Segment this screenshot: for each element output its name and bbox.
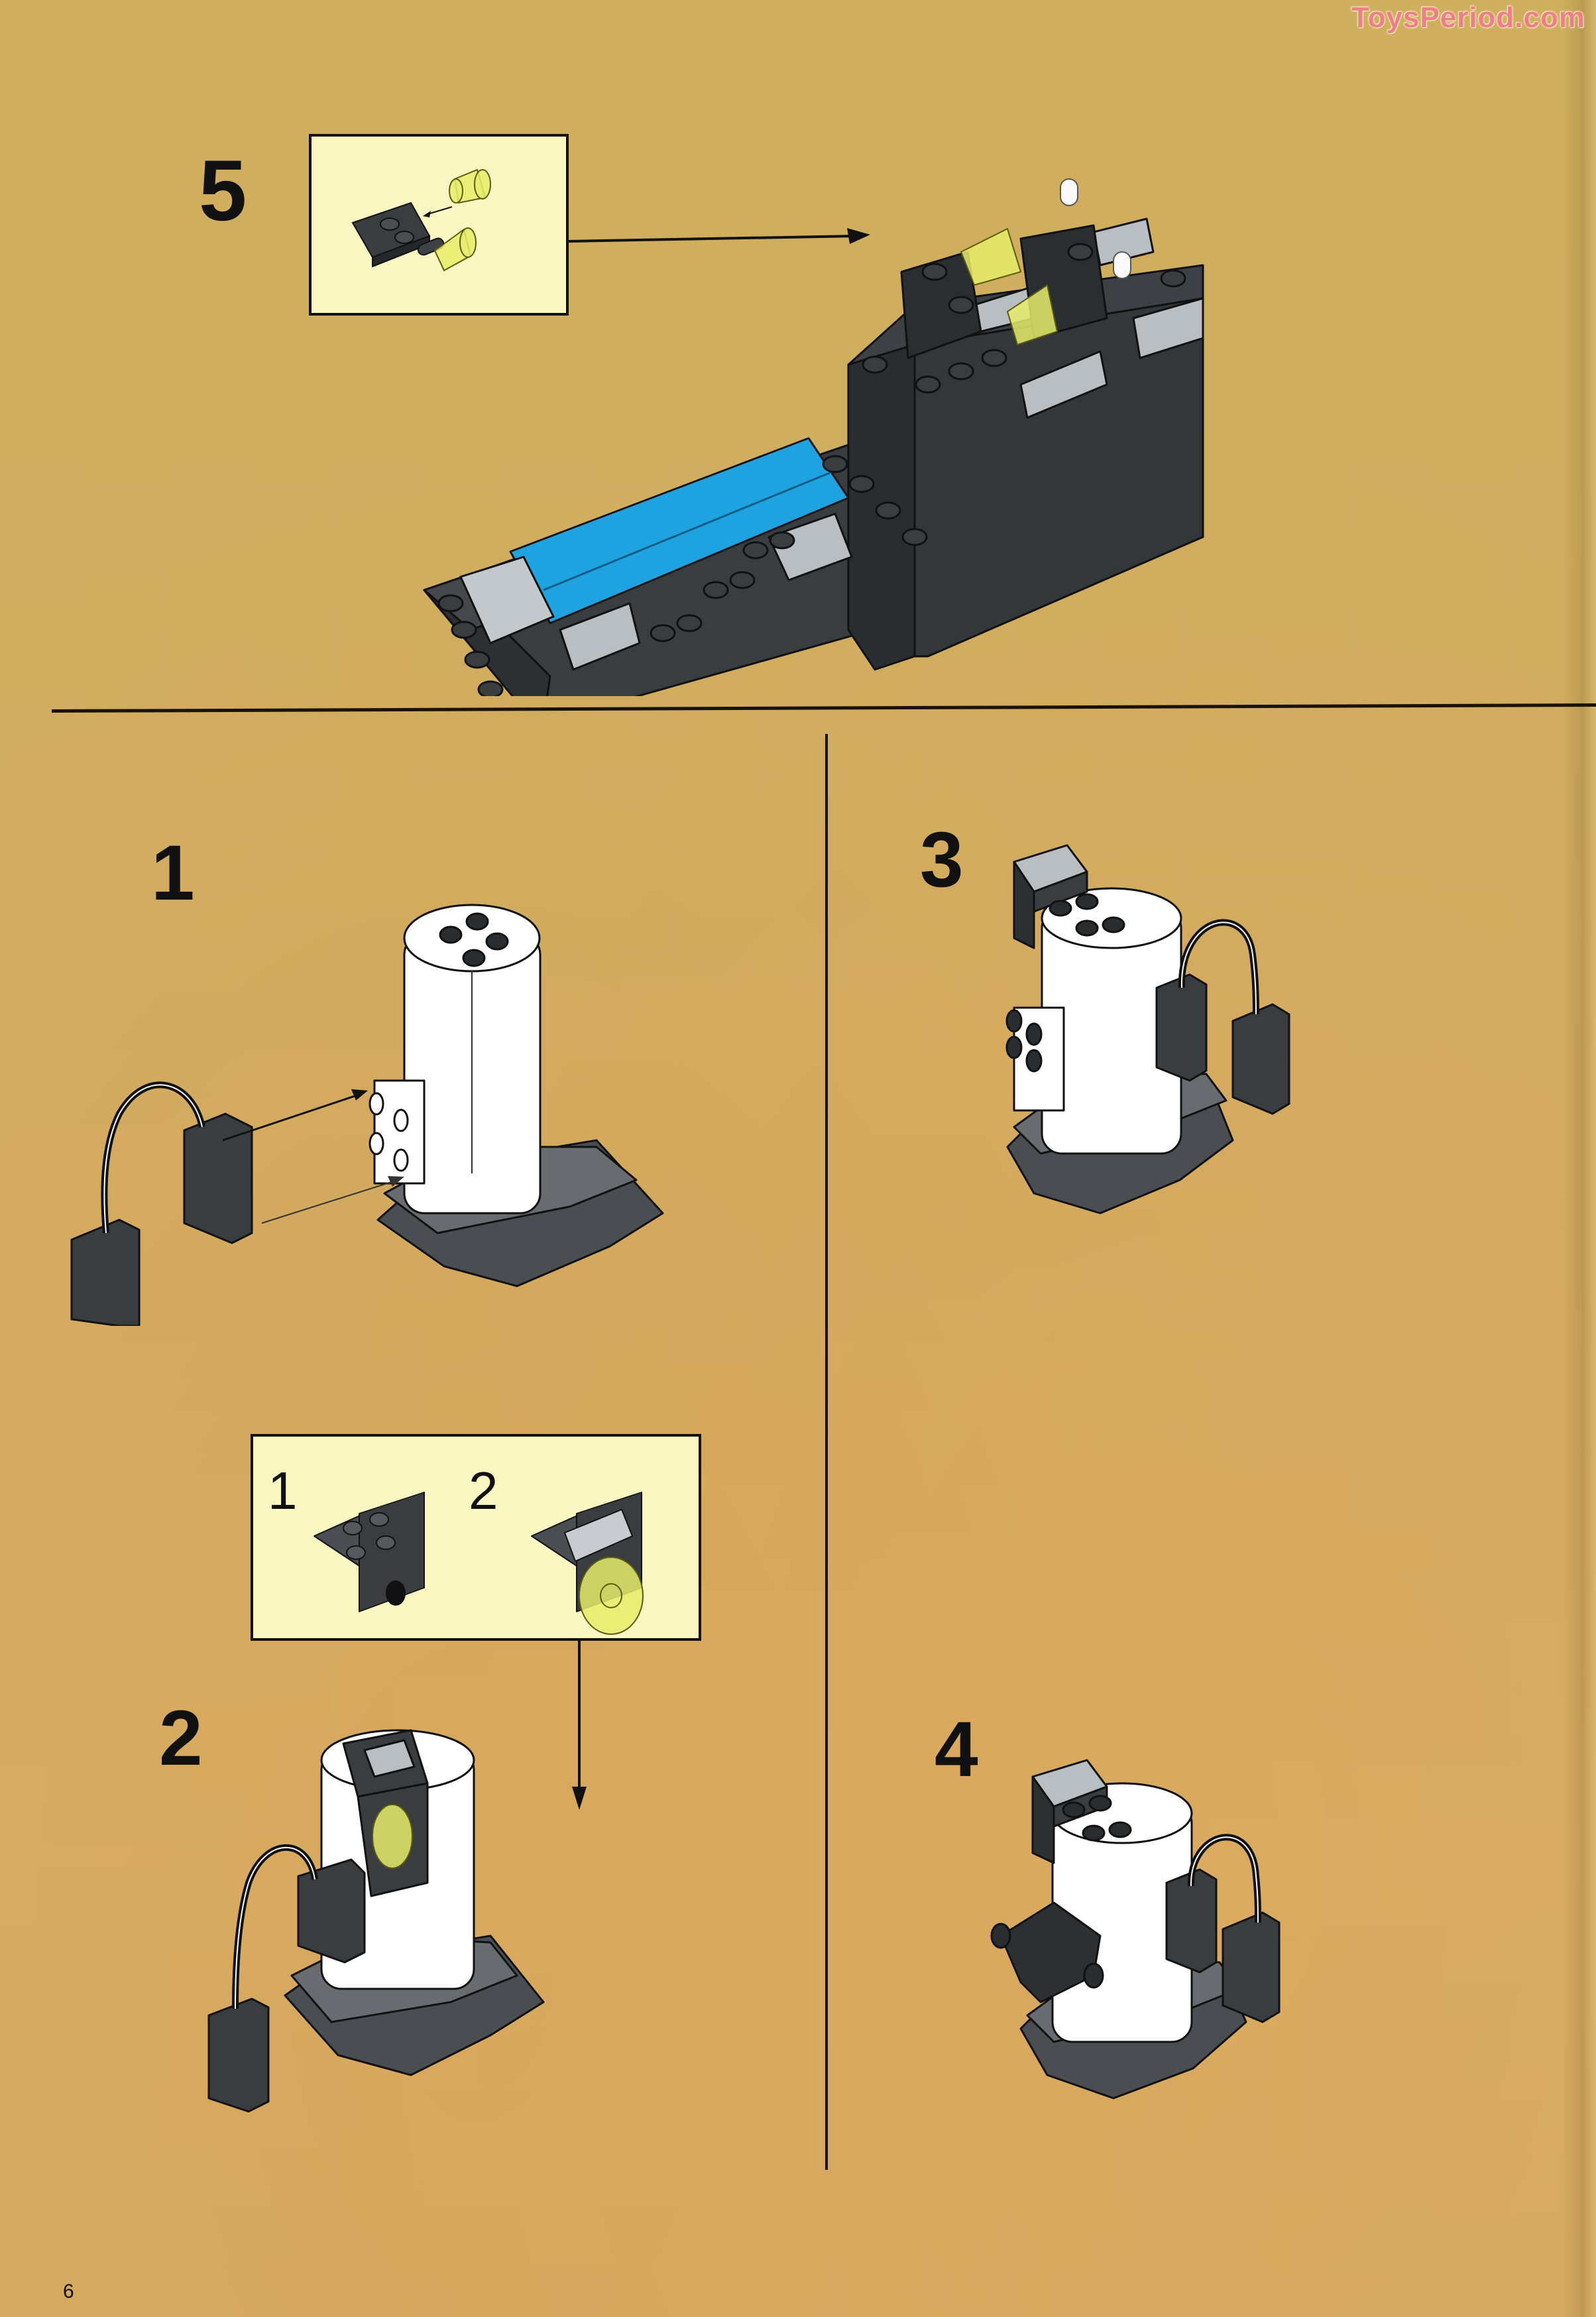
step-5-assembly <box>423 178 1204 696</box>
step-number-3: 3 <box>920 816 964 904</box>
step-1-motor-assembly <box>70 904 664 1326</box>
page-number: 6 <box>63 2281 74 2302</box>
step-number-2: 2 <box>159 1694 203 1782</box>
callout-substep-1: 1 <box>268 1461 298 1520</box>
callout-substep-2: 2 <box>469 1461 498 1520</box>
step-number-5: 5 <box>199 142 247 239</box>
step-2-motor-assembly <box>207 1729 545 2113</box>
horizontal-divider <box>51 703 1596 713</box>
watermark: ToysPeriod.com <box>1351 1 1585 34</box>
bracket-parts-icon <box>314 1492 644 1635</box>
step-2-callout: 1 2 <box>251 1434 701 1641</box>
step-5-callout <box>309 134 569 316</box>
step-number-4: 4 <box>935 1706 978 1793</box>
callout-arrow <box>569 228 870 244</box>
step-4-motor-assembly <box>990 1759 1281 2100</box>
step-number-1: 1 <box>151 829 195 917</box>
vertical-divider <box>825 734 828 2170</box>
step-3-motor-assembly <box>1005 844 1290 1215</box>
callout-down-arrow <box>572 1641 587 1810</box>
page-spine-shadow <box>1563 0 1596 2317</box>
plate-with-cones-icon <box>351 168 491 272</box>
